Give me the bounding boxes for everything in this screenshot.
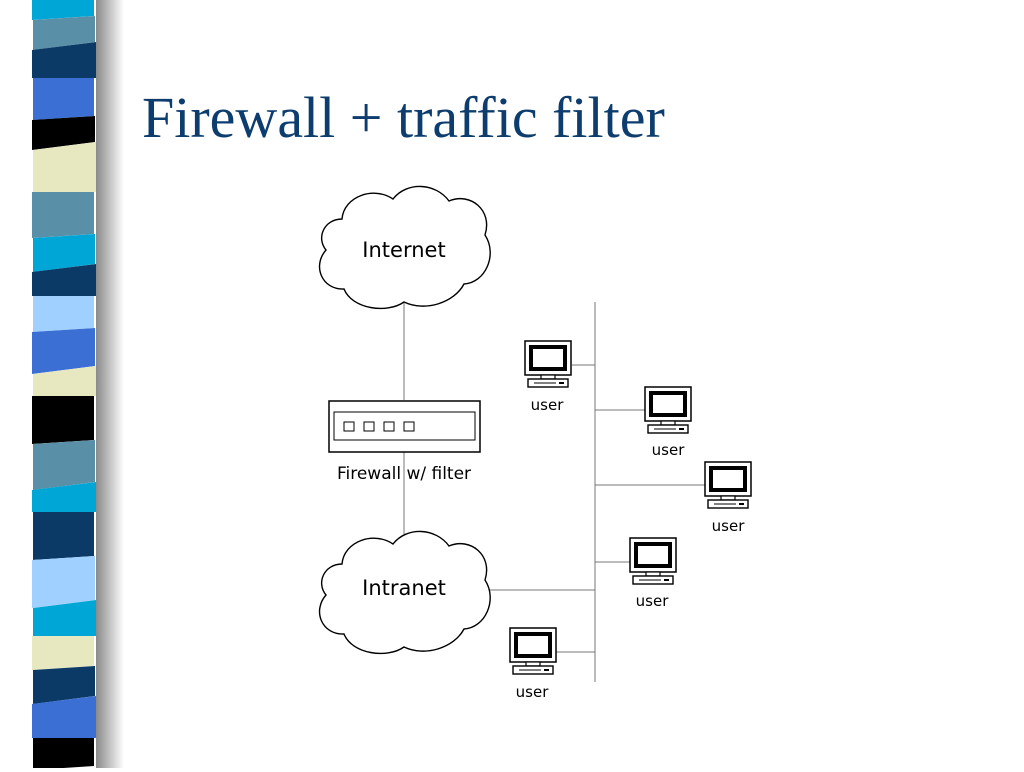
stripe-segment <box>32 192 94 238</box>
stripe-segment <box>32 42 96 78</box>
stripe-segment <box>32 0 94 20</box>
computer-icon <box>509 627 557 675</box>
user-label: user <box>636 592 670 610</box>
stripe-segment <box>33 512 94 560</box>
stripe-segment <box>33 296 94 332</box>
computer-icon <box>644 386 692 434</box>
internet-label: Internet <box>362 238 445 262</box>
stripe-segment <box>33 16 95 50</box>
stripe-segment <box>32 396 94 444</box>
cloud-shape-icon <box>318 530 491 655</box>
firewall-label: Firewall w/ filter <box>337 464 471 484</box>
user-workstation-5: user <box>509 627 557 701</box>
stripe-segment <box>32 116 95 150</box>
network-links <box>403 302 705 682</box>
firewall-port-icon <box>343 421 355 432</box>
stripe-segment <box>32 264 96 296</box>
stripe-segment <box>33 440 95 490</box>
stripe-segment <box>33 738 94 770</box>
user-label: user <box>531 396 565 414</box>
computer-icon <box>524 340 572 388</box>
computer-icon <box>629 537 677 585</box>
internet-cloud: Internet <box>318 185 491 310</box>
stripe-shadow <box>96 0 124 768</box>
decorative-stripe-band <box>32 0 96 770</box>
computer-icon <box>704 461 752 509</box>
cloud-shape-icon <box>318 185 491 310</box>
user-workstation-3: user <box>704 461 752 535</box>
stripe-segment <box>33 142 96 192</box>
stripe-segment <box>33 78 94 120</box>
user-label: user <box>712 517 746 535</box>
stripe-segment <box>33 234 95 272</box>
user-workstation-2: user <box>644 386 692 459</box>
firewall-device: Firewall w/ filter <box>328 400 481 484</box>
stripe-segment <box>32 696 96 738</box>
user-workstation-1: user <box>524 340 572 414</box>
user-workstation-4: user <box>629 537 677 610</box>
user-label: user <box>516 683 550 701</box>
user-label: user <box>652 441 686 459</box>
stripe-segment <box>32 636 94 670</box>
stripe-segment <box>33 600 96 636</box>
firewall-port-icon <box>403 421 415 432</box>
stripe-segment <box>33 666 95 704</box>
stripe-segment <box>33 366 96 396</box>
slide-title: Firewall + traffic filter <box>142 85 665 150</box>
intranet-label: Intranet <box>362 576 446 600</box>
stripe-segment <box>32 328 95 374</box>
firewall-port-icon <box>383 421 395 432</box>
stripe-segment <box>32 482 96 512</box>
stripe-segment <box>32 556 95 608</box>
intranet-cloud: Intranet <box>318 530 491 655</box>
firewall-port-icon <box>363 421 375 432</box>
